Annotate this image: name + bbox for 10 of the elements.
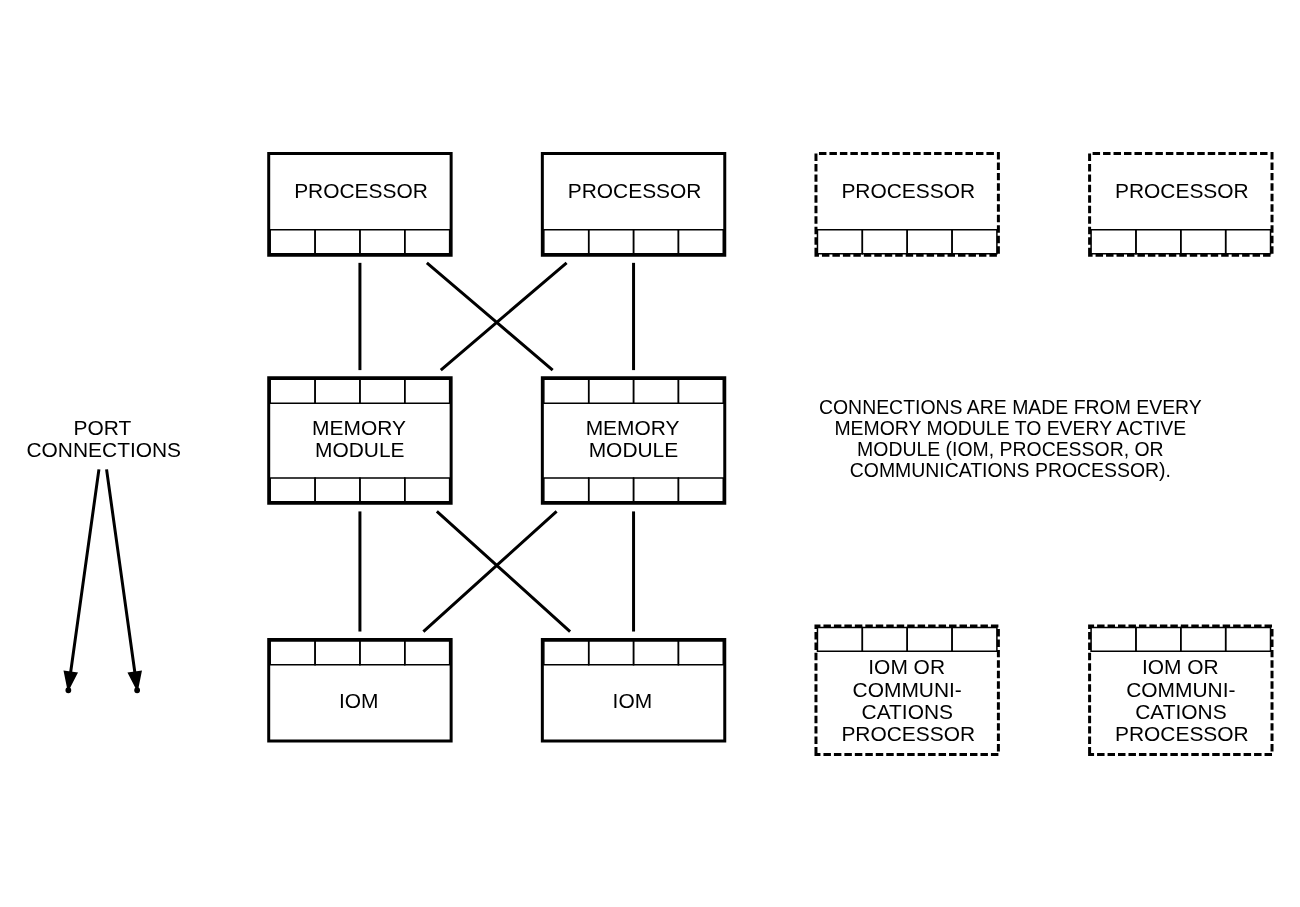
connector [358, 510, 362, 632]
node-text: PORT CONNECTIONS [26, 415, 182, 461]
label: CONNECTIONS ARE MADE FROM EVERY MEMORY MODULE TO EVERY ACTIVE MODULE (IOM, PROCESSOR, OR COMMUNICATIONS PROCESSOR). [818, 395, 1202, 481]
connector [439, 261, 568, 371]
connector [632, 510, 636, 632]
connector [435, 509, 572, 633]
connector [425, 261, 554, 371]
connector [422, 509, 558, 633]
connector [358, 262, 362, 370]
connector [632, 262, 636, 370]
